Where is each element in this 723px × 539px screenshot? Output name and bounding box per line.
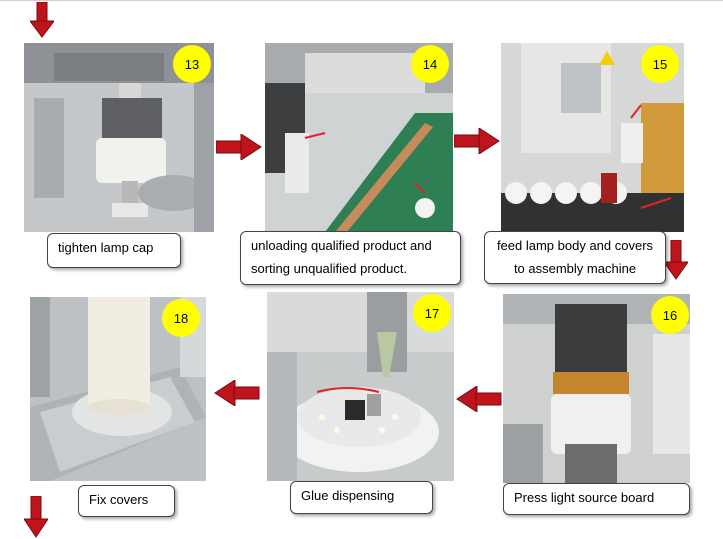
caption-step-13: tighten lamp cap: [47, 233, 181, 268]
caption-step-14: unloading qualified product and sorting …: [240, 231, 461, 285]
photo-step-17: [267, 292, 454, 481]
caption-text-line-2: to assembly machine: [513, 261, 637, 276]
step-number-badge: 17: [413, 294, 451, 332]
caption-text: Glue dispensing: [301, 488, 395, 503]
right-arrow-14-to-15: [454, 128, 500, 154]
photo-step-15: [501, 43, 684, 232]
caption-text-line-1: feed lamp body and covers: [496, 238, 654, 253]
caption-step-15: feed lamp body and covers to assembly ma…: [484, 231, 666, 284]
right-arrow-13-to-14: [216, 134, 262, 160]
step-number-badge: 15: [641, 45, 679, 83]
caption-text-line-2: sorting unqualified product.: [251, 261, 408, 276]
left-arrow-17-to-18: [214, 380, 260, 406]
caption-step-16: Press light source board: [503, 483, 690, 515]
down-arrow-bottom-left: [24, 496, 48, 538]
caption-text: Press light source board: [514, 490, 655, 505]
caption-step-17: Glue dispensing: [290, 481, 433, 514]
step-number-badge: 14: [411, 45, 449, 83]
caption-step-18: Fix covers: [78, 485, 175, 517]
top-divider-line: [0, 0, 723, 1]
step-number-badge: 13: [173, 45, 211, 83]
down-arrow-top-left: [30, 2, 54, 38]
caption-text: tighten lamp cap: [58, 240, 154, 255]
step-number-badge: 16: [651, 296, 689, 334]
caption-text-line-1: unloading qualified product and: [251, 238, 432, 253]
step-number-badge: 18: [162, 299, 200, 337]
caption-text: Fix covers: [89, 492, 149, 507]
down-arrow-15-to-16: [664, 240, 688, 280]
glue-dispensing-machine-illustration: [267, 292, 454, 481]
left-arrow-16-to-17: [456, 386, 502, 412]
